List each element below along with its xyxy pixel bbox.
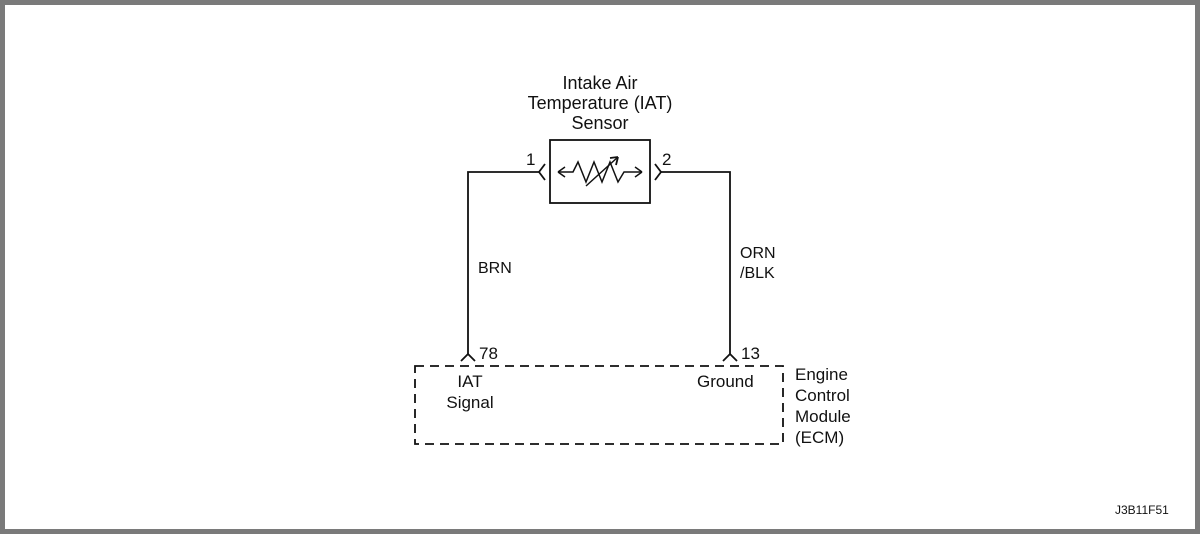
ecm-module-line-2: Control: [795, 386, 850, 405]
ecm-pin-13-label: 13: [741, 344, 760, 363]
ecm-module-line-1: Engine: [795, 365, 848, 384]
sensor-pin2-connector-icon: [654, 163, 663, 181]
sensor-pin-2-label: 2: [662, 150, 672, 169]
sensor-title-line-2: Temperature (IAT): [527, 93, 673, 113]
orn-blk-wire: [661, 171, 731, 354]
orn-blk-wire-label-line-1: ORN: [740, 245, 776, 262]
ground-label: Ground: [697, 372, 754, 391]
ecm-pin78-connector-icon: [460, 352, 476, 362]
orn-blk-wire-label: ORN /BLK: [740, 244, 776, 284]
sensor-title: Intake Air Temperature (IAT) Sensor: [500, 73, 700, 133]
ecm-pin13-connector-icon: [722, 352, 738, 362]
sensor-title-line-1: Intake Air: [562, 73, 638, 93]
thermistor-icon: [557, 156, 643, 187]
ecm-module-box: [414, 365, 784, 445]
sensor-pin-1-label: 1: [526, 150, 536, 169]
ecm-module-label: Engine Control Module (ECM): [795, 364, 851, 448]
ecm-module-line-3: Module: [795, 407, 851, 426]
sensor-title-line-3: Sensor: [571, 113, 629, 133]
ecm-module-line-4: (ECM): [795, 428, 845, 447]
iat-signal-line-1: IAT: [457, 372, 483, 391]
brn-wire: [467, 171, 539, 354]
orn-blk-wire-label-line-2: /BLK: [740, 265, 775, 282]
iat-sensor-box: [549, 139, 651, 204]
ecm-pin-78-label: 78: [479, 344, 498, 363]
iat-signal-line-2: Signal: [446, 393, 494, 412]
brn-wire-label: BRN: [478, 260, 512, 277]
sensor-pin1-connector-icon: [537, 163, 546, 181]
figure-id: J3B11F51: [1115, 503, 1169, 517]
iat-signal-label: IAT Signal: [430, 371, 510, 413]
